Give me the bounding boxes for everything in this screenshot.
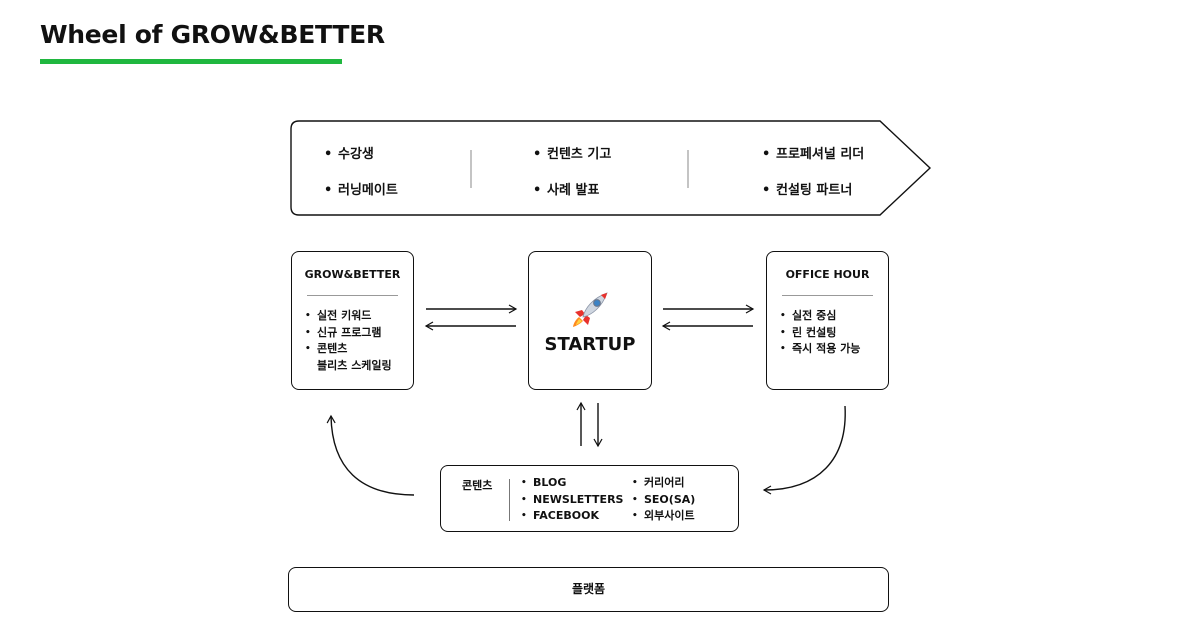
startup-box: STARTUP	[528, 251, 652, 390]
platform-box: 플랫폼	[288, 567, 889, 612]
content-label: 콘텐츠	[462, 479, 493, 492]
list-item: 커리어리	[632, 475, 695, 492]
ribbon-item: •컨텐츠 기고	[533, 147, 612, 162]
ribbon-item: •수강생	[324, 147, 374, 162]
office-hour-title: OFFICE HOUR	[785, 268, 870, 281]
content-box: 콘텐츠 BLOG NEWSLETTERS FACEBOOK 커리어리 SEO(S…	[440, 465, 739, 532]
list-item: FACEBOOK	[521, 508, 623, 525]
list-item: 린 컨설팅	[780, 325, 860, 342]
grow-better-title: GROW&BETTER	[304, 268, 401, 281]
list-item: 실전 키워드	[305, 308, 392, 325]
list-item: 외부사이트	[632, 508, 695, 525]
list-item: 실전 중심	[780, 308, 860, 325]
content-list-external: 커리어리 SEO(SA) 외부사이트	[632, 475, 695, 525]
ribbon-item: •컨설팅 파트너	[762, 183, 853, 198]
ribbon-item: •러닝메이트	[324, 183, 398, 198]
title-underline	[40, 59, 342, 64]
list-item: SEO(SA)	[632, 492, 695, 509]
list-item: 즉시 적용 가능	[780, 341, 860, 358]
list-item: 신규 프로그램	[305, 325, 392, 342]
office-hour-list: 실전 중심 린 컨설팅 즉시 적용 가능	[780, 308, 860, 358]
content-list-channels: BLOG NEWSLETTERS FACEBOOK	[521, 475, 623, 525]
rocket-icon	[573, 292, 608, 327]
grow-better-list: 실전 키워드 신규 프로그램 콘텐츠 블리츠 스케일링	[305, 308, 392, 374]
box-divider	[307, 295, 398, 296]
page-title: Wheel of GROW&BETTER	[40, 20, 385, 49]
startup-label: STARTUP	[544, 334, 636, 355]
platform-label: 플랫폼	[571, 582, 606, 596]
grow-better-box: GROW&BETTER 실전 키워드 신규 프로그램 콘텐츠 블리츠 스케일링	[291, 251, 414, 390]
arrow-content-to-grow	[326, 414, 415, 496]
list-item: NEWSLETTERS	[521, 492, 623, 509]
content-divider	[509, 479, 510, 521]
list-item: BLOG	[521, 475, 623, 492]
ribbon-item: •프로페셔널 리더	[762, 147, 865, 162]
ribbon-item: •사례 발표	[533, 183, 600, 198]
box-divider	[782, 295, 873, 296]
list-item: 콘텐츠	[305, 341, 392, 358]
list-item: 블리츠 스케일링	[317, 358, 392, 372]
office-hour-box: OFFICE HOUR 실전 중심 린 컨설팅 즉시 적용 가능	[766, 251, 889, 390]
ribbon-outline	[290, 120, 932, 216]
arrow-office-to-content	[762, 405, 846, 495]
